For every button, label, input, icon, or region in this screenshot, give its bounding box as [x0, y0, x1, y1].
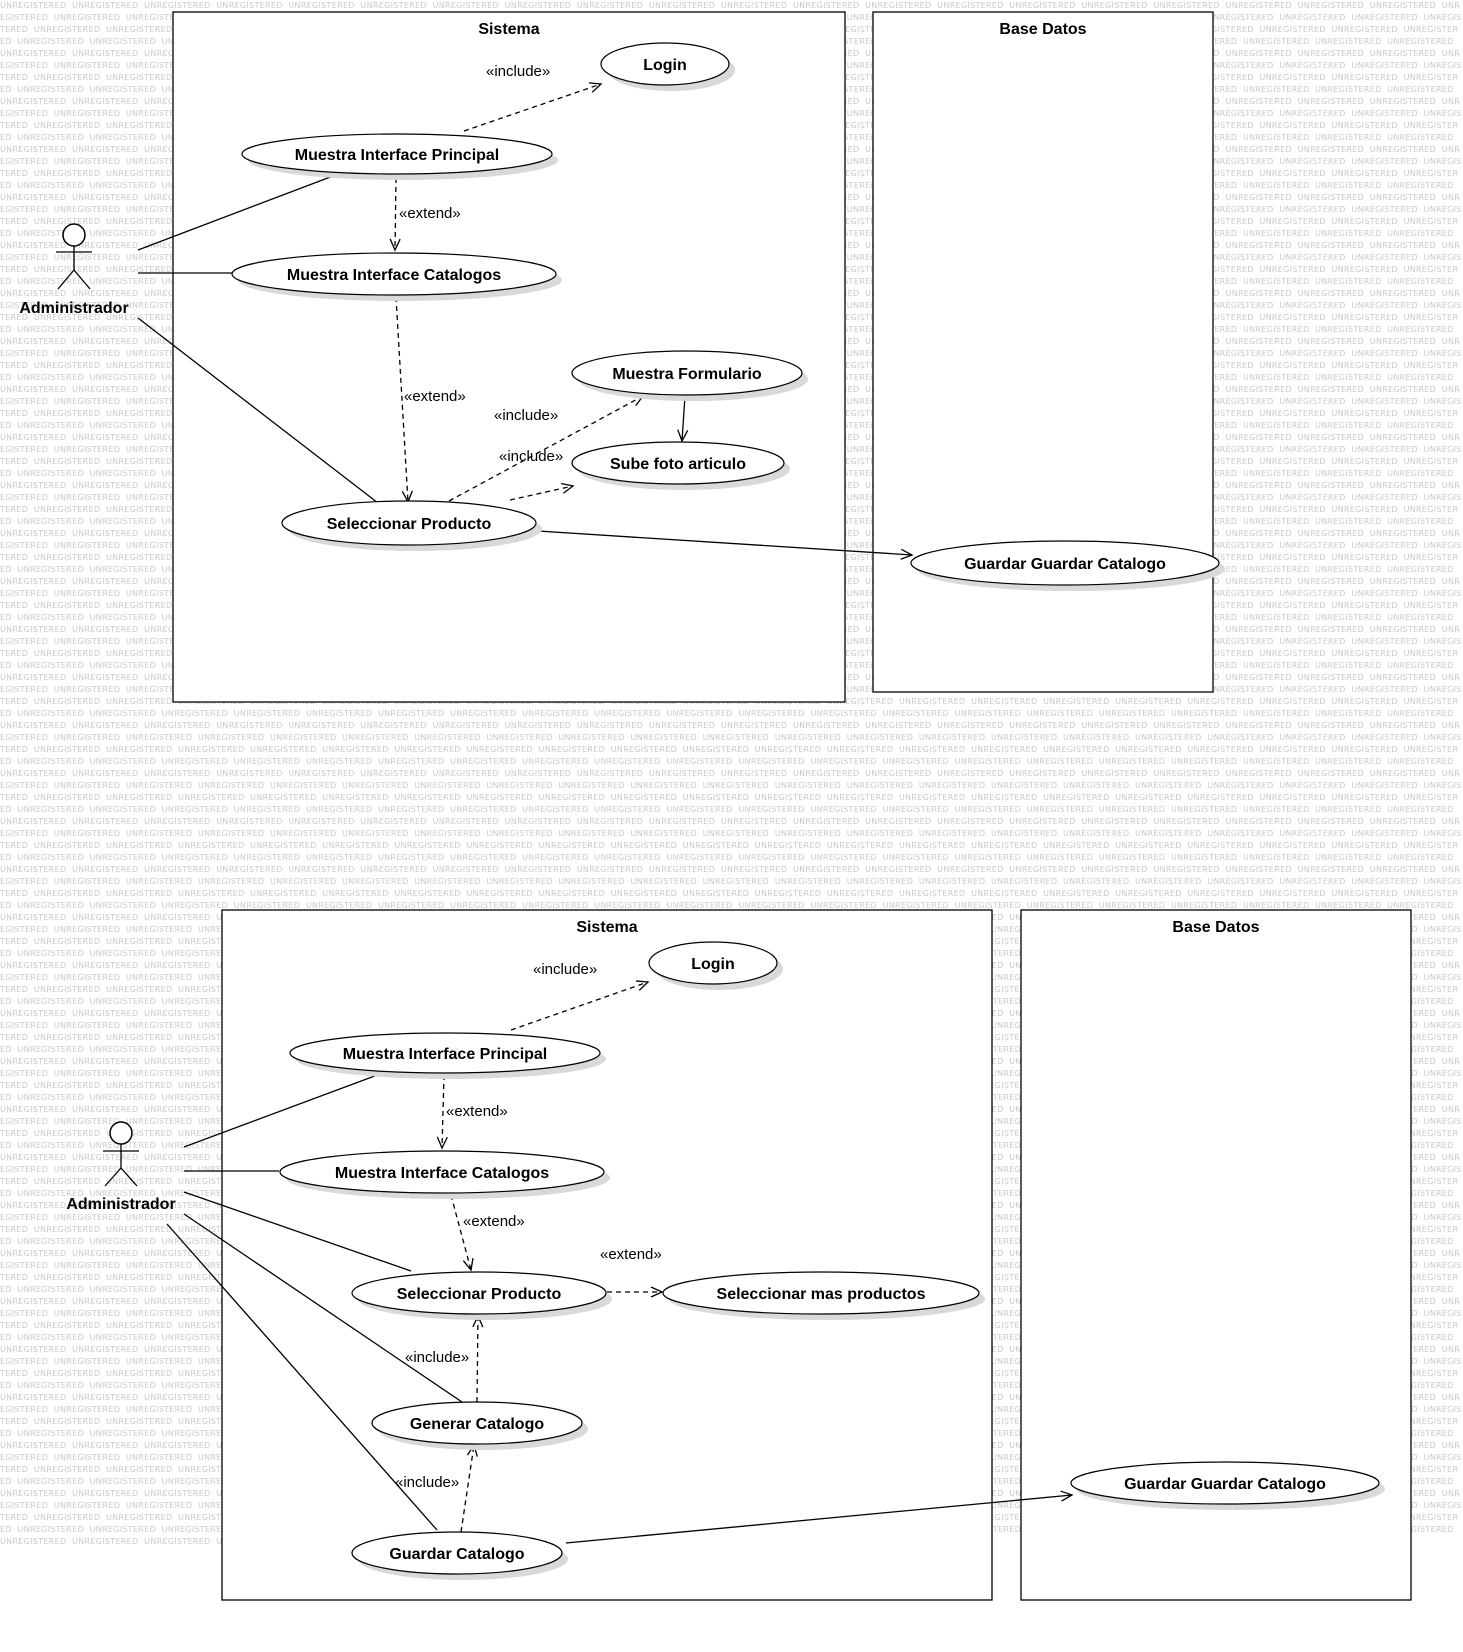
usecase-save-catalog-db[interactable]: Guardar Guardar Catalogo	[1070, 1461, 1385, 1510]
stereotype-include-generate: «include»	[405, 1349, 469, 1366]
include-login-dependency[interactable]	[463, 82, 603, 132]
usecase-main-interface-label: Muestra Interface Principal	[343, 1046, 548, 1063]
assoc-actor-select-product[interactable]	[183, 1191, 412, 1272]
stereotype-extend-select: «extend»	[404, 388, 466, 405]
usecase-catalog-interface-label: Muestra Interface Catalogos	[287, 267, 501, 284]
bottom-actor[interactable]: Administrador	[66, 1121, 176, 1213]
stereotype-include-login: «include»	[533, 961, 597, 978]
top-actor[interactable]: Administrador	[19, 223, 129, 317]
usecase-main-interface-label: Muestra Interface Principal	[295, 147, 500, 164]
usecase-select-product[interactable]: Seleccionar Producto	[281, 500, 542, 551]
assoc-actor-main-interface[interactable]	[137, 175, 334, 251]
assoc-actor-save-catalog[interactable]	[166, 1223, 438, 1531]
usecase-select-more[interactable]: Seleccionar mas productos	[662, 1271, 985, 1320]
usecase-select-product-label: Seleccionar Producto	[327, 516, 492, 533]
bottom-database-title: Base Datos	[1172, 919, 1259, 936]
top-actor-label: Administrador	[19, 300, 128, 317]
usecase-login-label: Login	[643, 57, 687, 74]
usecase-generate-catalog-label: Generar Catalogo	[410, 1416, 544, 1433]
usecase-catalog-interface[interactable]: Muestra Interface Catalogos	[279, 1150, 610, 1199]
include-login-dependency[interactable]	[510, 980, 650, 1031]
usecase-catalog-interface-label: Muestra Interface Catalogos	[335, 1165, 549, 1182]
stereotype-include-save: «include»	[395, 1474, 459, 1491]
actor-figure-icon	[103, 1121, 139, 1187]
include-form-dependency[interactable]	[448, 395, 645, 502]
assoc-actor-generate-catalog[interactable]	[183, 1213, 463, 1403]
actor-figure-icon	[56, 223, 92, 290]
usecase-main-interface[interactable]: Muestra Interface Principal	[289, 1032, 606, 1079]
stereotype-extend-more: «extend»	[600, 1246, 662, 1263]
stereotype-extend-select: «extend»	[463, 1213, 525, 1230]
usecase-save-catalog-db-label: Guardar Guardar Catalogo	[1124, 1476, 1326, 1493]
usecase-login-label: Login	[691, 956, 735, 973]
include-photo-dependency[interactable]	[509, 482, 575, 501]
usecase-save-catalog-db-label: Guardar Guardar Catalogo	[964, 556, 1166, 573]
usecase-save-catalog-label: Guardar Catalogo	[389, 1546, 524, 1563]
assoc-select-save-db[interactable]	[537, 530, 914, 560]
usecase-save-catalog-db[interactable]: Guardar Guardar Catalogo	[910, 540, 1225, 591]
usecase-save-catalog[interactable]: Guardar Catalogo	[351, 1531, 568, 1580]
form-to-photo-association[interactable]	[677, 395, 689, 443]
bottom-actor-label: Administrador	[66, 1196, 175, 1213]
extend-catalogs-dependency[interactable]	[389, 177, 401, 252]
assoc-actor-select-product[interactable]	[137, 317, 379, 504]
extend-select-dependency[interactable]	[450, 1194, 474, 1272]
bottom-system-title: Sistema	[576, 919, 637, 936]
usecase-catalog-interface[interactable]: Muestra Interface Catalogos	[231, 252, 562, 301]
stereotype-include-login: «include»	[486, 63, 550, 80]
include-save-dependency[interactable]	[460, 1443, 478, 1533]
top-database-title: Base Datos	[999, 21, 1086, 38]
usecase-generate-catalog[interactable]: Generar Catalogo	[371, 1401, 588, 1450]
usecase-select-product-label: Seleccionar Producto	[397, 1286, 562, 1303]
usecase-main-interface[interactable]: Muestra Interface Principal	[241, 133, 558, 180]
assoc-save-catalog-db[interactable]	[565, 1490, 1074, 1544]
extend-catalogs-dependency[interactable]	[436, 1074, 448, 1150]
usecase-select-product[interactable]: Seleccionar Producto	[351, 1271, 612, 1320]
usecase-upload-photo-label: Sube foto articulo	[610, 456, 746, 473]
bottom-diagram: Sistema Base Datos Administrador	[66, 909, 1412, 1601]
usecase-show-form[interactable]: Muestra Formulario	[571, 350, 808, 401]
assoc-actor-main-interface[interactable]	[183, 1073, 381, 1148]
top-diagram: Sistema Base Datos Administrador «inc	[19, 11, 1225, 703]
usecase-login[interactable]: Login	[600, 42, 735, 91]
stereotype-extend-catalogs: «extend»	[399, 205, 461, 222]
stereotype-extend-catalogs: «extend»	[446, 1103, 508, 1120]
usecase-select-more-label: Seleccionar mas productos	[717, 1286, 926, 1303]
bottom-system-boundary[interactable]	[221, 909, 993, 1601]
usecase-upload-photo[interactable]: Sube foto articulo	[571, 441, 790, 490]
top-system-title: Sistema	[478, 21, 539, 38]
usecase-show-form-label: Muestra Formulario	[612, 366, 762, 383]
stereotype-include-form: «include»	[494, 407, 558, 424]
extend-select-dependency[interactable]	[395, 296, 413, 504]
usecase-login[interactable]: Login	[648, 941, 783, 990]
stereotype-include-photo: «include»	[499, 448, 563, 465]
